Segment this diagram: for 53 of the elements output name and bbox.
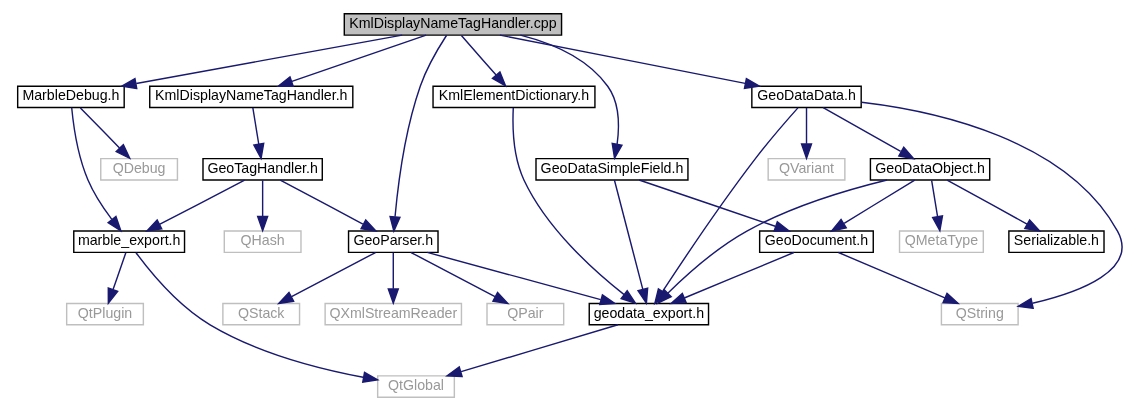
node-box: MarbleDebug.h: [16, 85, 125, 109]
arrow: [79, 107, 131, 160]
node-box: GeoParser.h: [347, 230, 439, 254]
node-box: QPair: [485, 302, 564, 326]
arrow: [837, 251, 960, 305]
arrow: [860, 101, 1123, 310]
arrow: [70, 107, 122, 233]
arrow: [930, 179, 943, 233]
arrow: [276, 251, 376, 305]
node-box: QStack: [221, 302, 300, 326]
node-box: QtGlobal: [376, 375, 455, 398]
arrow: [279, 179, 378, 233]
node-box: GeoTagHandler.h: [201, 157, 323, 181]
arrow: [668, 251, 795, 305]
arrow: [444, 324, 619, 378]
arrow: [386, 252, 399, 306]
node-box: QVariant: [766, 157, 846, 181]
node-box: marble_export.h: [72, 230, 185, 254]
arrow: [144, 179, 245, 233]
arrow: [409, 251, 510, 305]
node-box: geodata_export.h: [588, 302, 709, 326]
arrow: [637, 179, 791, 232]
node-box: GeoDocument.h: [758, 230, 874, 254]
node-box: QtPlugin: [65, 302, 144, 326]
arrow: [107, 252, 126, 306]
arrow: [498, 34, 761, 90]
arrow: [829, 179, 915, 233]
node-box: QMetaType: [898, 230, 984, 254]
node-box: GeoDataData.h: [750, 85, 862, 109]
node-box: KmlElementDictionary.h: [431, 85, 596, 109]
arrow: [426, 251, 617, 306]
arrow: [613, 179, 648, 306]
arrow: [519, 34, 623, 161]
node-box: Serializable.h: [1007, 230, 1105, 254]
arrow: [134, 252, 380, 384]
arrow: [821, 106, 916, 160]
node-box: QString: [940, 302, 1019, 326]
node-box: KmlDisplayNameTagHandler.cpp: [343, 13, 562, 36]
node-box: QHash: [223, 230, 302, 254]
arrow: [800, 107, 812, 161]
arrow: [119, 34, 403, 90]
arrow: [275, 34, 427, 87]
arrow: [388, 34, 447, 234]
node-box: GeoDataSimpleField.h: [534, 157, 689, 181]
node-box: QDebug: [99, 157, 178, 181]
arrow: [256, 179, 269, 233]
node-box: GeoDataObject.h: [869, 157, 990, 181]
arrow: [460, 34, 507, 88]
arrow: [511, 107, 637, 305]
arrow: [251, 107, 265, 161]
node-box: QXmlStreamReader: [323, 302, 462, 326]
arrow: [945, 179, 1042, 233]
node-box: KmlDisplayNameTagHandler.h: [148, 85, 353, 109]
